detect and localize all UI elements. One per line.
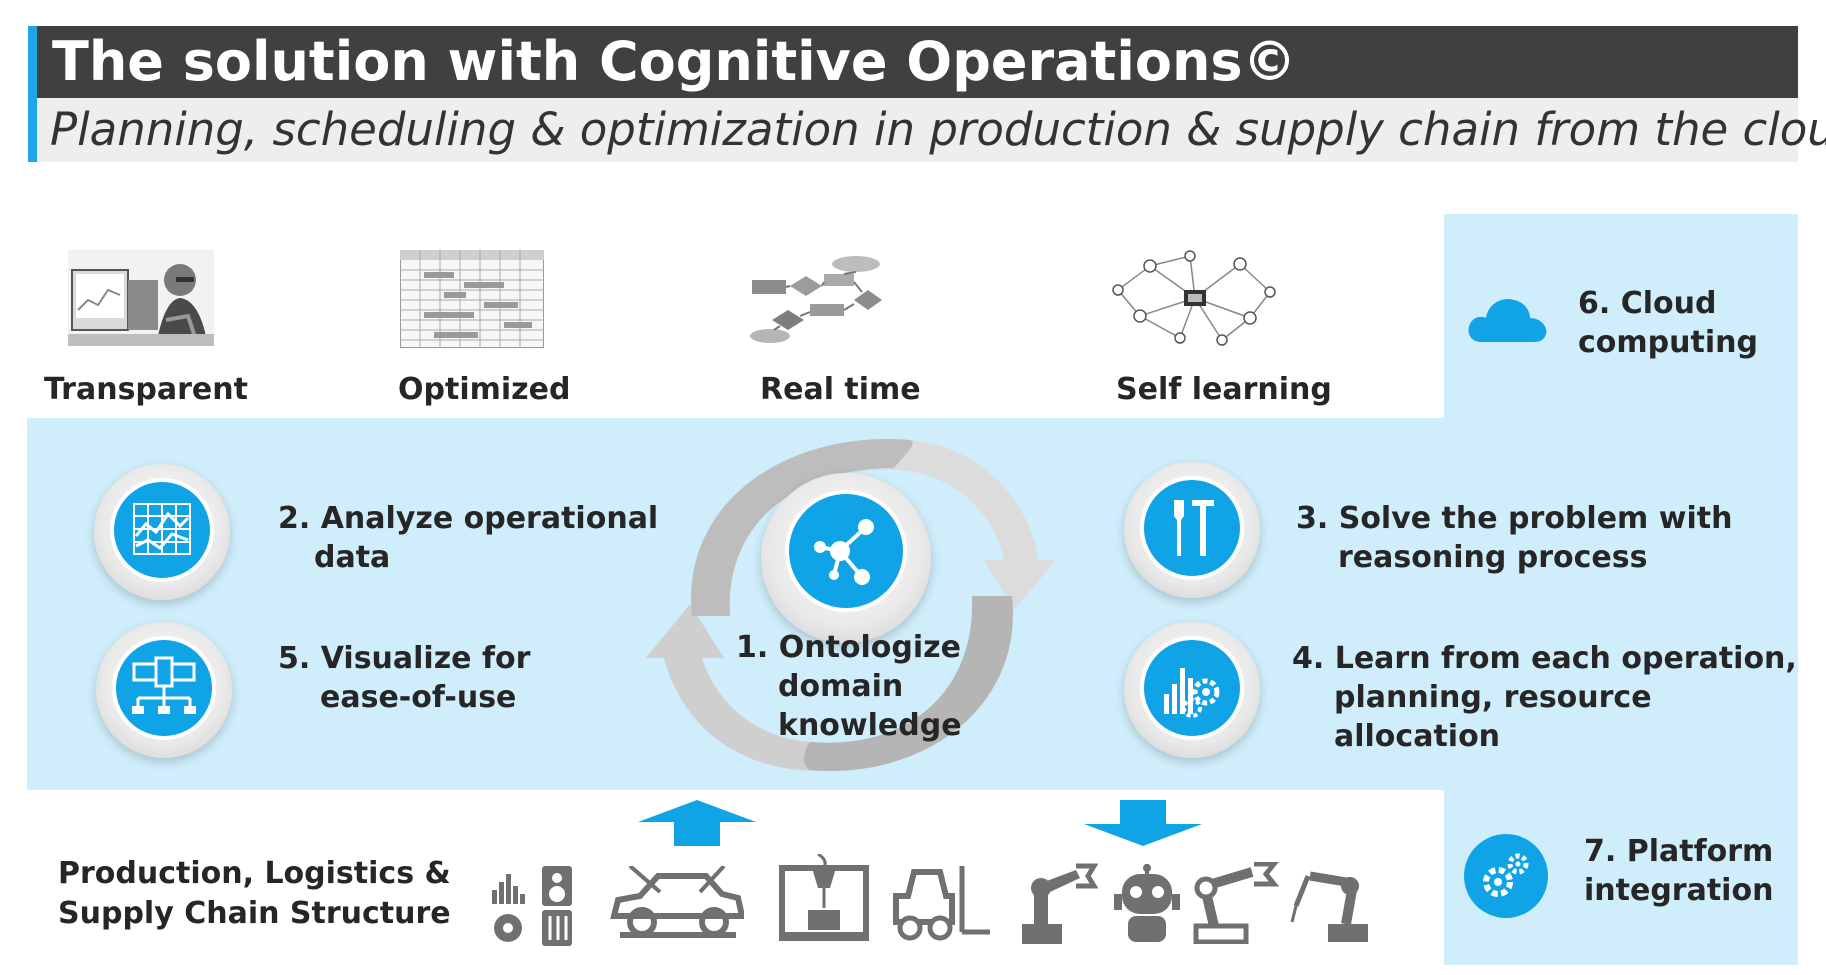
step6-text: 6. Cloud computing	[1578, 284, 1758, 362]
step6-line2: computing	[1578, 325, 1758, 360]
feature-label-self-learning: Self learning	[1116, 372, 1332, 407]
network-monitor-icon	[132, 656, 196, 714]
industrial-arm-icon	[1193, 862, 1280, 944]
production-line1: Production, Logistics &	[58, 856, 451, 891]
production-structure-label: Production, Logistics & Supply Chain Str…	[58, 854, 451, 934]
step4-line1: 4. Learn from each operation,	[1292, 641, 1797, 676]
flowchart-diagram	[750, 256, 882, 343]
forklift-icon	[893, 866, 990, 941]
robot-icon	[1114, 864, 1180, 942]
welding-robot-icon	[1290, 871, 1368, 942]
car-body-icon	[610, 866, 744, 938]
step5-line2: ease-of-use	[320, 680, 517, 715]
step1-line3: knowledge	[778, 708, 962, 743]
step3-icon-bg	[1140, 476, 1244, 580]
production-line2: Supply Chain Structure	[58, 896, 451, 931]
title-accent-stripe	[28, 26, 37, 162]
step2-text: 2. Analyze operational data	[278, 499, 658, 577]
step2-line2: data	[314, 540, 391, 575]
step1-text: 1. Ontologize domain knowledge	[736, 628, 962, 745]
page-subtitle: Planning, scheduling & optimization in p…	[50, 103, 1826, 156]
down-arrow	[1084, 800, 1202, 846]
gears-icon	[1483, 853, 1529, 897]
step1-icon-bg	[785, 490, 907, 612]
feature-label-optimized: Optimized	[398, 372, 571, 407]
tools-icon	[1174, 500, 1214, 556]
person-at-computer-photo	[68, 250, 214, 346]
data-chart-icon	[133, 503, 191, 555]
molecule-network-icon	[814, 519, 874, 585]
3d-printer-icon	[779, 854, 869, 941]
step2-line1: 2. Analyze operational	[278, 501, 659, 536]
page-title: The solution with Cognitive Operations©	[52, 30, 1297, 93]
subtitle-bar	[37, 98, 1798, 162]
step7-text: 7. Platform integration	[1584, 832, 1773, 910]
feature-label-transparent: Transparent	[44, 372, 248, 407]
step7-line2: integration	[1584, 873, 1774, 908]
network-graph	[1112, 250, 1276, 346]
step4-line2: planning, resource allocation	[1334, 680, 1652, 754]
step7-line1: 7. Platform	[1584, 834, 1774, 869]
up-arrow	[638, 800, 756, 846]
equalizer-speaker-icon	[492, 866, 572, 946]
step3-line2: reasoning process	[1338, 540, 1648, 575]
step1-line1: 1. Ontologize	[736, 630, 961, 665]
cycle-arrows	[646, 439, 1056, 771]
step1-line2: domain	[778, 669, 904, 704]
step6-line1: 6. Cloud	[1578, 286, 1717, 321]
step3-text: 3. Solve the problem with reasoning proc…	[1296, 499, 1732, 577]
cloud-icon	[1468, 298, 1547, 342]
feature-label-real-time: Real time	[760, 372, 921, 407]
robot-arm-icon	[1022, 863, 1098, 944]
step5-line1: 5. Visualize for	[278, 641, 531, 676]
chart-gears-icon	[1164, 668, 1220, 718]
step3-line1: 3. Solve the problem with	[1296, 501, 1733, 536]
schedule-table-photo	[400, 250, 544, 348]
step5-text: 5. Visualize for ease-of-use	[278, 639, 530, 717]
step4-text: 4. Learn from each operation, planning, …	[1292, 639, 1826, 756]
title-bar	[28, 26, 1798, 98]
